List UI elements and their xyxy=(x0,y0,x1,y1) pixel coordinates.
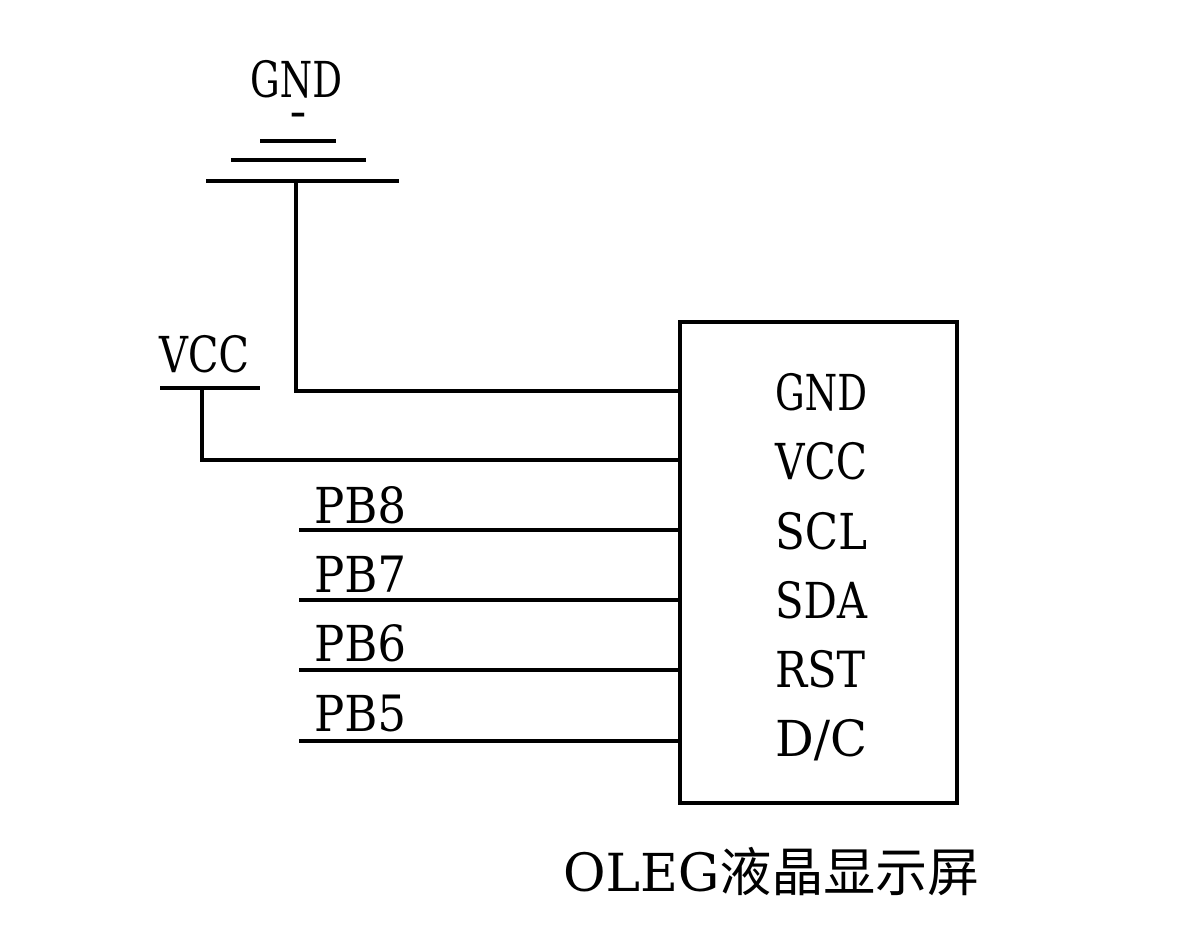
net-label-pb7: PB7 xyxy=(314,546,406,604)
net-label-pb5: PB5 xyxy=(314,685,406,743)
pin-label-vcc: VCC xyxy=(774,433,867,491)
pin-label-gnd: GND xyxy=(775,364,867,422)
signal-nets: PB8 PB7 PB6 PB5 xyxy=(299,477,682,743)
ground-minus-sign: - xyxy=(290,82,307,140)
ground-label: GND xyxy=(250,51,342,109)
ground-symbol: GND - xyxy=(206,51,682,393)
vcc-symbol: VCC xyxy=(158,326,682,462)
module-caption: OLEG液晶显示屏 xyxy=(563,844,979,904)
pin-label-rst: RST xyxy=(775,641,865,699)
net-label-pb6: PB6 xyxy=(314,615,406,673)
pin-label-sda: SDA xyxy=(775,572,868,630)
vcc-wire xyxy=(200,386,682,462)
ground-wire xyxy=(294,179,682,393)
net-label-pb8: PB8 xyxy=(314,477,406,535)
pin-label-dc: D/C xyxy=(775,710,867,768)
oled-module: GND VCC SCL SDA RST D/C xyxy=(678,320,959,805)
pin-label-scl: SCL xyxy=(775,503,867,561)
vcc-label: VCC xyxy=(158,326,249,384)
module-outline xyxy=(678,320,959,805)
